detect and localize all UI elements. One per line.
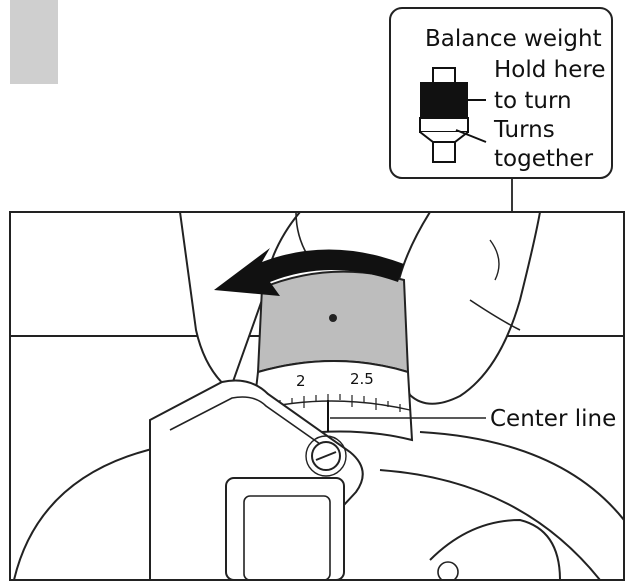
callout-title: Balance weight <box>425 26 602 52</box>
hand <box>179 213 301 392</box>
dial-label-2-5: 2.5 <box>350 370 374 388</box>
corner-tab <box>10 0 58 84</box>
dial-label-2: 2 <box>296 372 306 390</box>
illustration-frame: 2 2.5 <box>9 211 625 581</box>
turns-label-line2: together <box>494 146 594 172</box>
balance-weight-icon <box>419 67 469 163</box>
rotation-arrow <box>214 248 404 296</box>
hold-label-line1: Hold here <box>494 57 606 83</box>
center-line-label: Center line <box>490 406 616 432</box>
turns-label-line1: Turns <box>493 117 555 143</box>
balance-weight-cylinder <box>256 270 410 374</box>
hold-part <box>420 82 468 118</box>
platter-curve <box>13 444 171 579</box>
hold-label-line2: to turn <box>494 88 572 114</box>
callout-box: Balance weight Hold here to turn Turns t… <box>389 7 613 179</box>
tonearm-holder <box>149 379 364 579</box>
